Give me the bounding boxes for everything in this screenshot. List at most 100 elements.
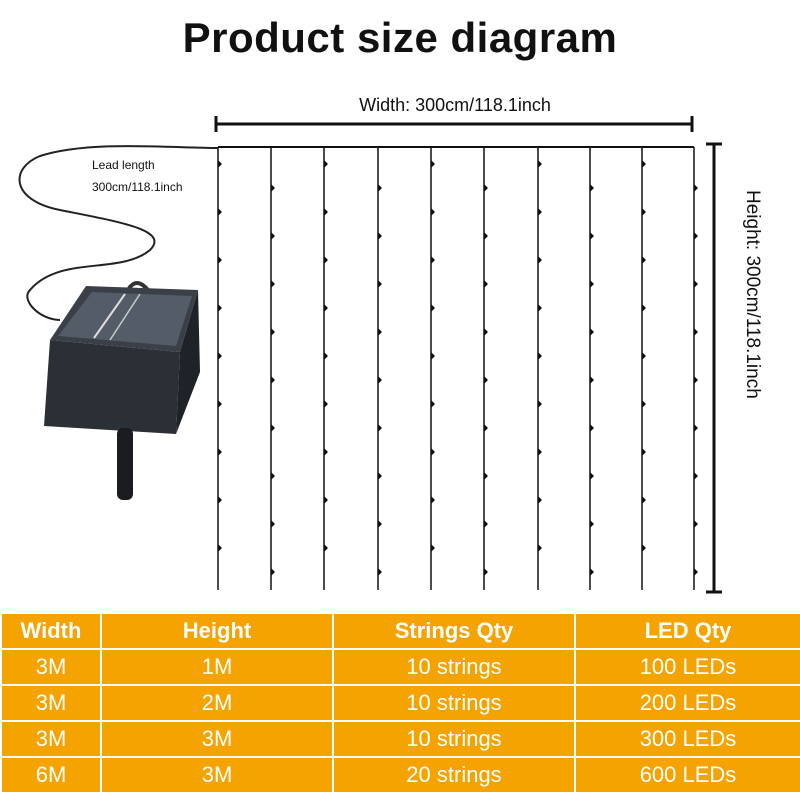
led-bulb	[378, 328, 382, 336]
led-bulb	[271, 280, 275, 288]
led-bulb	[642, 400, 646, 408]
led-bulb	[694, 568, 698, 576]
led-bulb	[538, 448, 542, 456]
led-bulb	[218, 448, 222, 456]
led-bulb	[378, 472, 382, 480]
led-bulb	[642, 304, 646, 312]
cell-width: 3M	[0, 720, 102, 758]
led-bulb	[590, 424, 594, 432]
cell-width: 3M	[0, 684, 102, 722]
led-bulb	[484, 424, 488, 432]
width-label: Width: 300cm/118.1inch	[359, 95, 551, 115]
led-bulb	[324, 256, 328, 264]
led-bulb	[590, 232, 594, 240]
led-bulb	[378, 424, 382, 432]
cell-strings: 10 strings	[332, 648, 576, 686]
led-bulb	[538, 496, 542, 504]
led-bulb	[642, 208, 646, 216]
led-string-icon	[270, 147, 275, 590]
led-bulb	[694, 184, 698, 192]
led-bulb	[431, 160, 435, 168]
cell-height: 2M	[100, 684, 334, 722]
led-bulb	[484, 472, 488, 480]
led-bulb	[590, 520, 594, 528]
cell-leds: 600 LEDs	[574, 756, 800, 794]
table-row: 3M 1M 10 strings 100 LEDs	[0, 648, 800, 686]
led-string-icon	[217, 147, 222, 590]
table-row: 6M 3M 20 strings 600 LEDs	[0, 756, 800, 794]
led-bulb	[642, 160, 646, 168]
led-string-icon	[323, 147, 328, 590]
table-row: 3M 3M 10 strings 300 LEDs	[0, 720, 800, 758]
led-bulb	[378, 232, 382, 240]
led-bulb	[590, 280, 594, 288]
led-bulb	[694, 424, 698, 432]
led-bulb	[324, 208, 328, 216]
led-bulb	[271, 328, 275, 336]
led-bulb	[271, 424, 275, 432]
led-bulb	[538, 160, 542, 168]
led-bulb	[218, 160, 222, 168]
led-bulb	[590, 568, 594, 576]
led-bulb	[218, 304, 222, 312]
cell-strings: 10 strings	[332, 720, 576, 758]
led-bulb	[431, 256, 435, 264]
led-bulb	[694, 472, 698, 480]
led-bulb	[271, 232, 275, 240]
table-row: 3M 2M 10 strings 200 LEDs	[0, 684, 800, 722]
led-bulb	[271, 376, 275, 384]
led-bulb	[431, 544, 435, 552]
led-bulb	[218, 400, 222, 408]
led-bulb	[271, 184, 275, 192]
solar-panel-icon	[44, 281, 200, 500]
led-string-icon	[430, 147, 435, 590]
lead-length-title: Lead length	[92, 158, 155, 172]
cell-height: 3M	[100, 756, 334, 794]
led-bulb	[484, 376, 488, 384]
led-bulb	[538, 304, 542, 312]
led-bulb	[431, 400, 435, 408]
header-width: Width	[0, 612, 102, 650]
cell-height: 3M	[100, 720, 334, 758]
lead-cable	[18, 145, 219, 321]
led-bulb	[642, 544, 646, 552]
led-string-icon	[483, 147, 488, 590]
header-strings-qty: Strings Qty	[332, 612, 576, 650]
led-bulb	[324, 496, 328, 504]
led-bulb	[324, 400, 328, 408]
led-bulb	[324, 448, 328, 456]
led-bulb	[271, 568, 275, 576]
table-header-row: Width Height Strings Qty LED Qty	[0, 612, 800, 650]
led-bulb	[324, 544, 328, 552]
led-bulb	[484, 232, 488, 240]
spec-table: Width Height Strings Qty LED Qty 3M 1M 1…	[0, 612, 800, 794]
led-bulb	[694, 280, 698, 288]
led-bulb	[642, 496, 646, 504]
page-title: Product size diagram	[182, 14, 618, 61]
led-bulb	[694, 376, 698, 384]
led-bulb	[590, 472, 594, 480]
led-bulb	[378, 568, 382, 576]
led-bulb	[484, 280, 488, 288]
led-bulb	[431, 448, 435, 456]
cell-height: 1M	[100, 648, 334, 686]
led-bulb	[484, 520, 488, 528]
led-bulb	[538, 400, 542, 408]
led-string-icon	[589, 147, 594, 590]
led-bulb	[271, 472, 275, 480]
led-bulb	[694, 520, 698, 528]
cell-strings: 20 strings	[332, 756, 576, 794]
led-bulb	[642, 352, 646, 360]
led-string-icon	[641, 147, 646, 590]
led-bulb	[484, 184, 488, 192]
led-bulb	[378, 520, 382, 528]
header-led-qty: LED Qty	[574, 612, 800, 650]
led-bulb	[642, 448, 646, 456]
led-bulb	[694, 232, 698, 240]
led-bulb	[538, 256, 542, 264]
led-bulb	[538, 208, 542, 216]
led-bulb	[484, 568, 488, 576]
height-dimension-line	[706, 142, 722, 594]
led-bulb	[538, 544, 542, 552]
